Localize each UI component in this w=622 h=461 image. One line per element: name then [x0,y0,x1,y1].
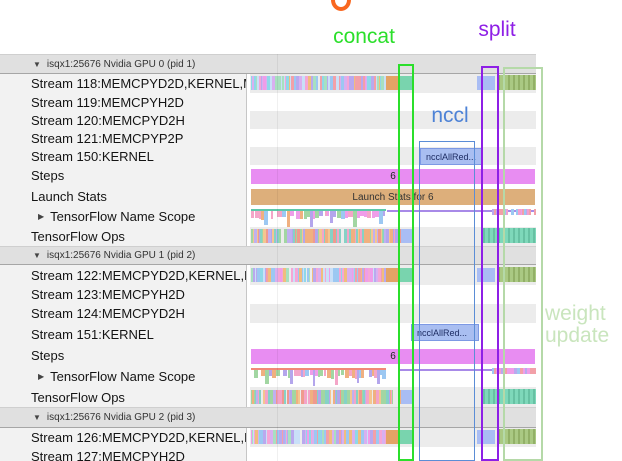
row-label-text: Stream 119:MEMCPYH2D [31,94,184,110]
row-label: Steps [0,165,246,186]
memcpy-orange-block[interactable] [386,268,399,282]
row-label-text: Stream 120:MEMCPYD2H [31,112,185,128]
memcpy-orange-block[interactable] [386,430,399,444]
row-background [250,304,536,323]
section-title: isqx1:25676 Nvidia GPU 0 (pid 1) [46,58,196,70]
name-scope-line [387,210,535,212]
row-label-text: Launch Stats [31,188,107,204]
steps-bar[interactable]: 6 [251,169,535,184]
row-label-cell [0,165,247,186]
row-background [250,111,536,129]
section-header[interactable]: ▼ isqx1:25676 Nvidia GPU 0 (pid 1) [0,54,536,74]
expand-triangle-icon[interactable]: ▼ [33,413,41,422]
nccl-allreduce-event[interactable]: ncclAllRed... [411,324,479,341]
row-label-text: Stream 118:MEMCPYD2D,KERNEL,ME [31,76,246,91]
row-label-text: Stream 122:MEMCPYD2D,KERNEL,MI [31,267,246,283]
annotation-concat-label: concat [333,25,395,48]
row-label: TensorFlow Ops [0,227,246,246]
ops-weight-update-block[interactable] [483,389,536,404]
row-label-text: TensorFlow Ops [31,229,125,244]
row-label: TensorFlow Ops [0,387,246,407]
row-label: Stream 150:KERNEL [0,147,246,165]
row-label: Stream 119:MEMCPYH2D [0,93,246,111]
weight-update-kernels-block[interactable] [498,267,536,282]
row-label-cell [0,93,247,111]
row-label-cell [0,227,247,246]
expand-triangle-icon[interactable]: ▼ [33,251,41,260]
launch-stats-bar[interactable]: Launch Stats for 6 [251,189,535,205]
row-label: ▶ TensorFlow Name Scope [0,206,246,227]
row-label-cell [0,323,247,345]
flame-root-bar [251,368,386,370]
annotation-nccl-label: nccl [431,104,469,127]
annotation-split-rect [481,66,499,461]
row-label-cell [0,447,247,461]
row-label: Stream 151:KERNEL [0,323,246,345]
row-label-cell [0,147,247,165]
ops-blue-block[interactable] [401,390,413,404]
annotation-weight-update-rect [503,67,543,461]
weight-update-kernels-block[interactable] [498,75,536,90]
collapse-triangle-icon[interactable]: ▶ [38,212,45,221]
annotation-concat-rect [398,64,414,461]
timeline-gridline [277,54,278,461]
row-label: Stream 123:MEMCPYH2D [0,285,246,304]
row-label-text: Stream 124:MEMCPYD2H [31,306,185,321]
concat-kernel-block[interactable] [399,76,414,90]
row-label-cell [0,285,247,304]
row-label-cell [0,387,247,407]
concat-kernel-block[interactable] [399,430,414,444]
section-header[interactable]: ▼ isqx1:25676 Nvidia GPU 1 (pid 2) [0,246,536,265]
row-label: Stream 124:MEMCPYD2H [0,304,246,323]
ops-blue-block[interactable] [401,229,413,243]
row-label-cell [0,186,247,206]
row-label-cell [0,304,247,323]
row-label-text: Stream 151:KERNEL [31,326,154,342]
nccl-allreduce-event[interactable]: ncclAllRed... [420,148,482,165]
annotation-split-label: split [478,18,516,41]
memcpy-orange-block[interactable] [386,76,399,90]
row-label: Stream 118:MEMCPYD2D,KERNEL,ME [0,74,246,93]
section-title: isqx1:25676 Nvidia GPU 2 (pid 3) [46,412,196,423]
row-label: Stream 122:MEMCPYD2D,KERNEL,MI [0,265,246,285]
row-label-text: Steps [31,347,65,363]
row-label: Stream 120:MEMCPYD2H [0,111,246,129]
row-label-cell [0,365,247,387]
row-label-text: TensorFlow Name Scope [50,368,196,384]
row-label: Launch Stats [0,186,246,206]
row-label: Steps [0,345,246,365]
collapse-triangle-icon[interactable]: ▶ [38,371,45,381]
row-label-cell [0,345,247,365]
concat-kernel-block[interactable] [399,268,414,282]
flame-root-bar [251,209,386,211]
annotation-nccl-rect [419,141,475,461]
row-label: Stream 127:MEMCPYH2D [0,447,246,461]
row-label-text: Stream 123:MEMCPYH2D [31,287,185,302]
row-label-cell [0,74,247,93]
row-label-cell [0,129,247,147]
row-label-cell [0,265,247,285]
steps-bar[interactable]: 6 [251,349,535,364]
section-title: isqx1:25676 Nvidia GPU 1 (pid 2) [46,250,196,261]
name-scope-line [400,369,535,371]
row-label-cell [0,428,247,447]
row-label-text: Steps [31,168,65,183]
row-label-text: TensorFlow Ops [31,389,125,405]
weight-update-kernels-block[interactable] [498,429,536,444]
clipped-orange-text-fragment [331,0,351,11]
row-label-text: Stream 127:MEMCPYH2D [31,448,185,461]
row-label-text: Stream 121:MEMCPYP2P [31,130,184,146]
annotation-weight-update-label: weight update [545,302,610,348]
row-label: ▶ TensorFlow Name Scope [0,365,246,387]
row-label: Stream 121:MEMCPYP2P [0,129,246,147]
section-header[interactable]: ▼ isqx1:25676 Nvidia GPU 2 (pid 3) [0,407,536,428]
row-label-cell [0,206,247,227]
row-label-text: TensorFlow Name Scope [50,209,196,224]
row-label-cell [0,111,247,129]
ops-weight-update-block[interactable] [483,228,536,243]
expand-triangle-icon[interactable]: ▼ [33,59,41,69]
row-label-text: Stream 126:MEMCPYD2D,KERNEL,MI [31,430,246,445]
row-label: Stream 126:MEMCPYD2D,KERNEL,MI [0,428,246,447]
row-label-text: Stream 150:KERNEL [31,148,154,164]
